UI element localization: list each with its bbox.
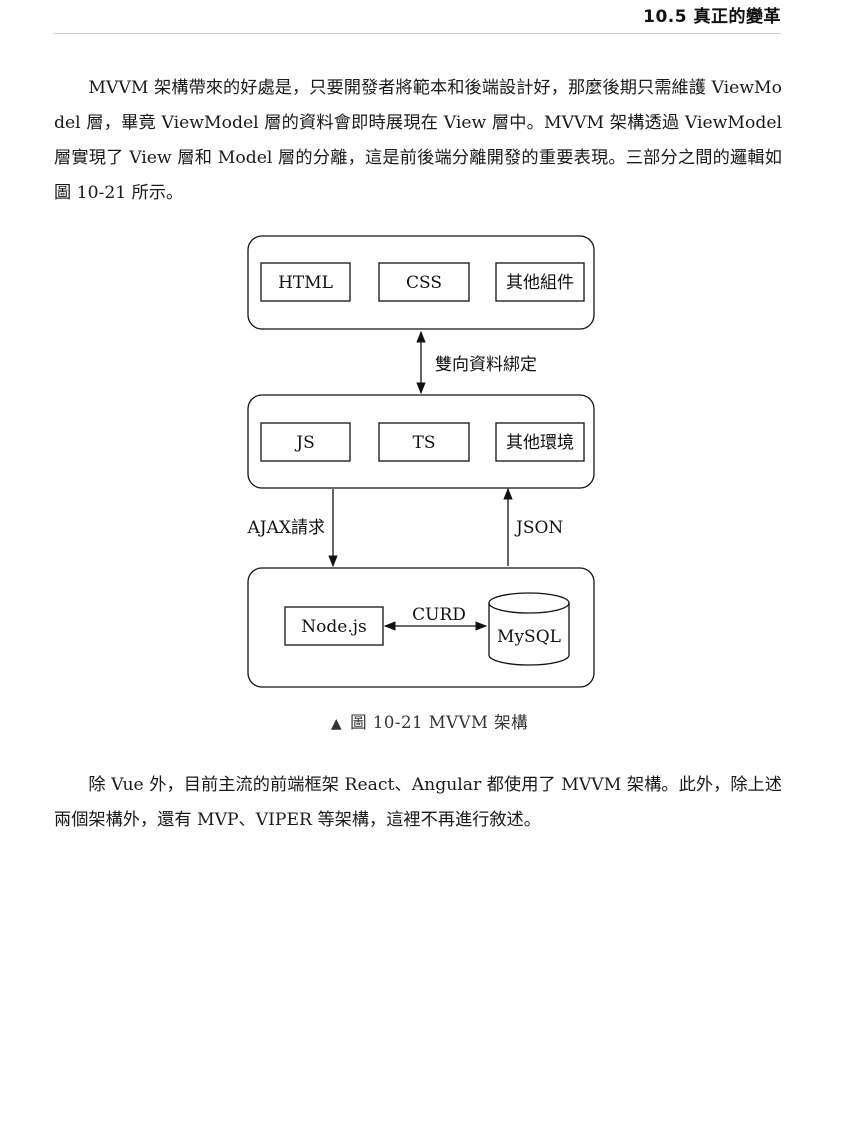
model-server-box <box>284 606 384 646</box>
view-item-box <box>378 262 470 302</box>
database-cylinder-icon <box>488 592 570 666</box>
ajax-request-label: AJAX請求 <box>247 518 325 538</box>
model-server-nodejs: Node.js <box>301 617 366 637</box>
viewmodel-item-box <box>495 422 585 462</box>
caption-text: 圖 10-21 MVVM 架構 <box>350 713 529 732</box>
viewmodel-item-js: JS <box>294 433 314 453</box>
paragraph-mvvm-benefits: MVVM 架構帶來的好處是，只要開發者將範本和後端設計好，那麼後期只需維護 Vi… <box>54 78 782 203</box>
viewmodel-item-ts: TS <box>413 433 436 453</box>
model-db-mysql: MySQL <box>497 627 561 647</box>
view-layer-box <box>247 235 595 330</box>
view-item-other-components: 其他組件 <box>506 273 574 293</box>
figure-caption: ▲ 圖 10-21 MVVM 架構 <box>0 709 859 733</box>
view-item-box <box>495 262 585 302</box>
model-layer-box <box>247 567 595 688</box>
running-header: 10.5 真正的變革 <box>643 7 781 27</box>
viewmodel-layer-box <box>247 394 595 489</box>
viewmodel-item-box <box>378 422 470 462</box>
view-item-html: HTML <box>278 273 333 293</box>
mvvm-architecture-figure: HTML CSS 其他組件 雙向資料綁定 JS TS 其他環境 AJAX請求 J… <box>247 235 595 688</box>
view-item-css: CSS <box>406 273 442 293</box>
viewmodel-item-other-env: 其他環境 <box>506 433 574 453</box>
curd-label: CURD <box>412 605 466 625</box>
two-way-binding-label: 雙向資料綁定 <box>435 355 537 375</box>
paragraph-other-frameworks: 除 Vue 外，目前主流的前端框架 React、Angular 都使用了 MVV… <box>54 775 782 830</box>
mvvm-diagram: HTML CSS 其他組件 雙向資料綁定 JS TS 其他環境 AJAX請求 J… <box>247 235 595 688</box>
json-response-label: JSON <box>514 518 563 538</box>
viewmodel-item-box <box>260 422 351 462</box>
header-divider <box>54 33 781 34</box>
caption-triangle-icon: ▲ <box>330 716 343 732</box>
view-item-box <box>260 262 351 302</box>
